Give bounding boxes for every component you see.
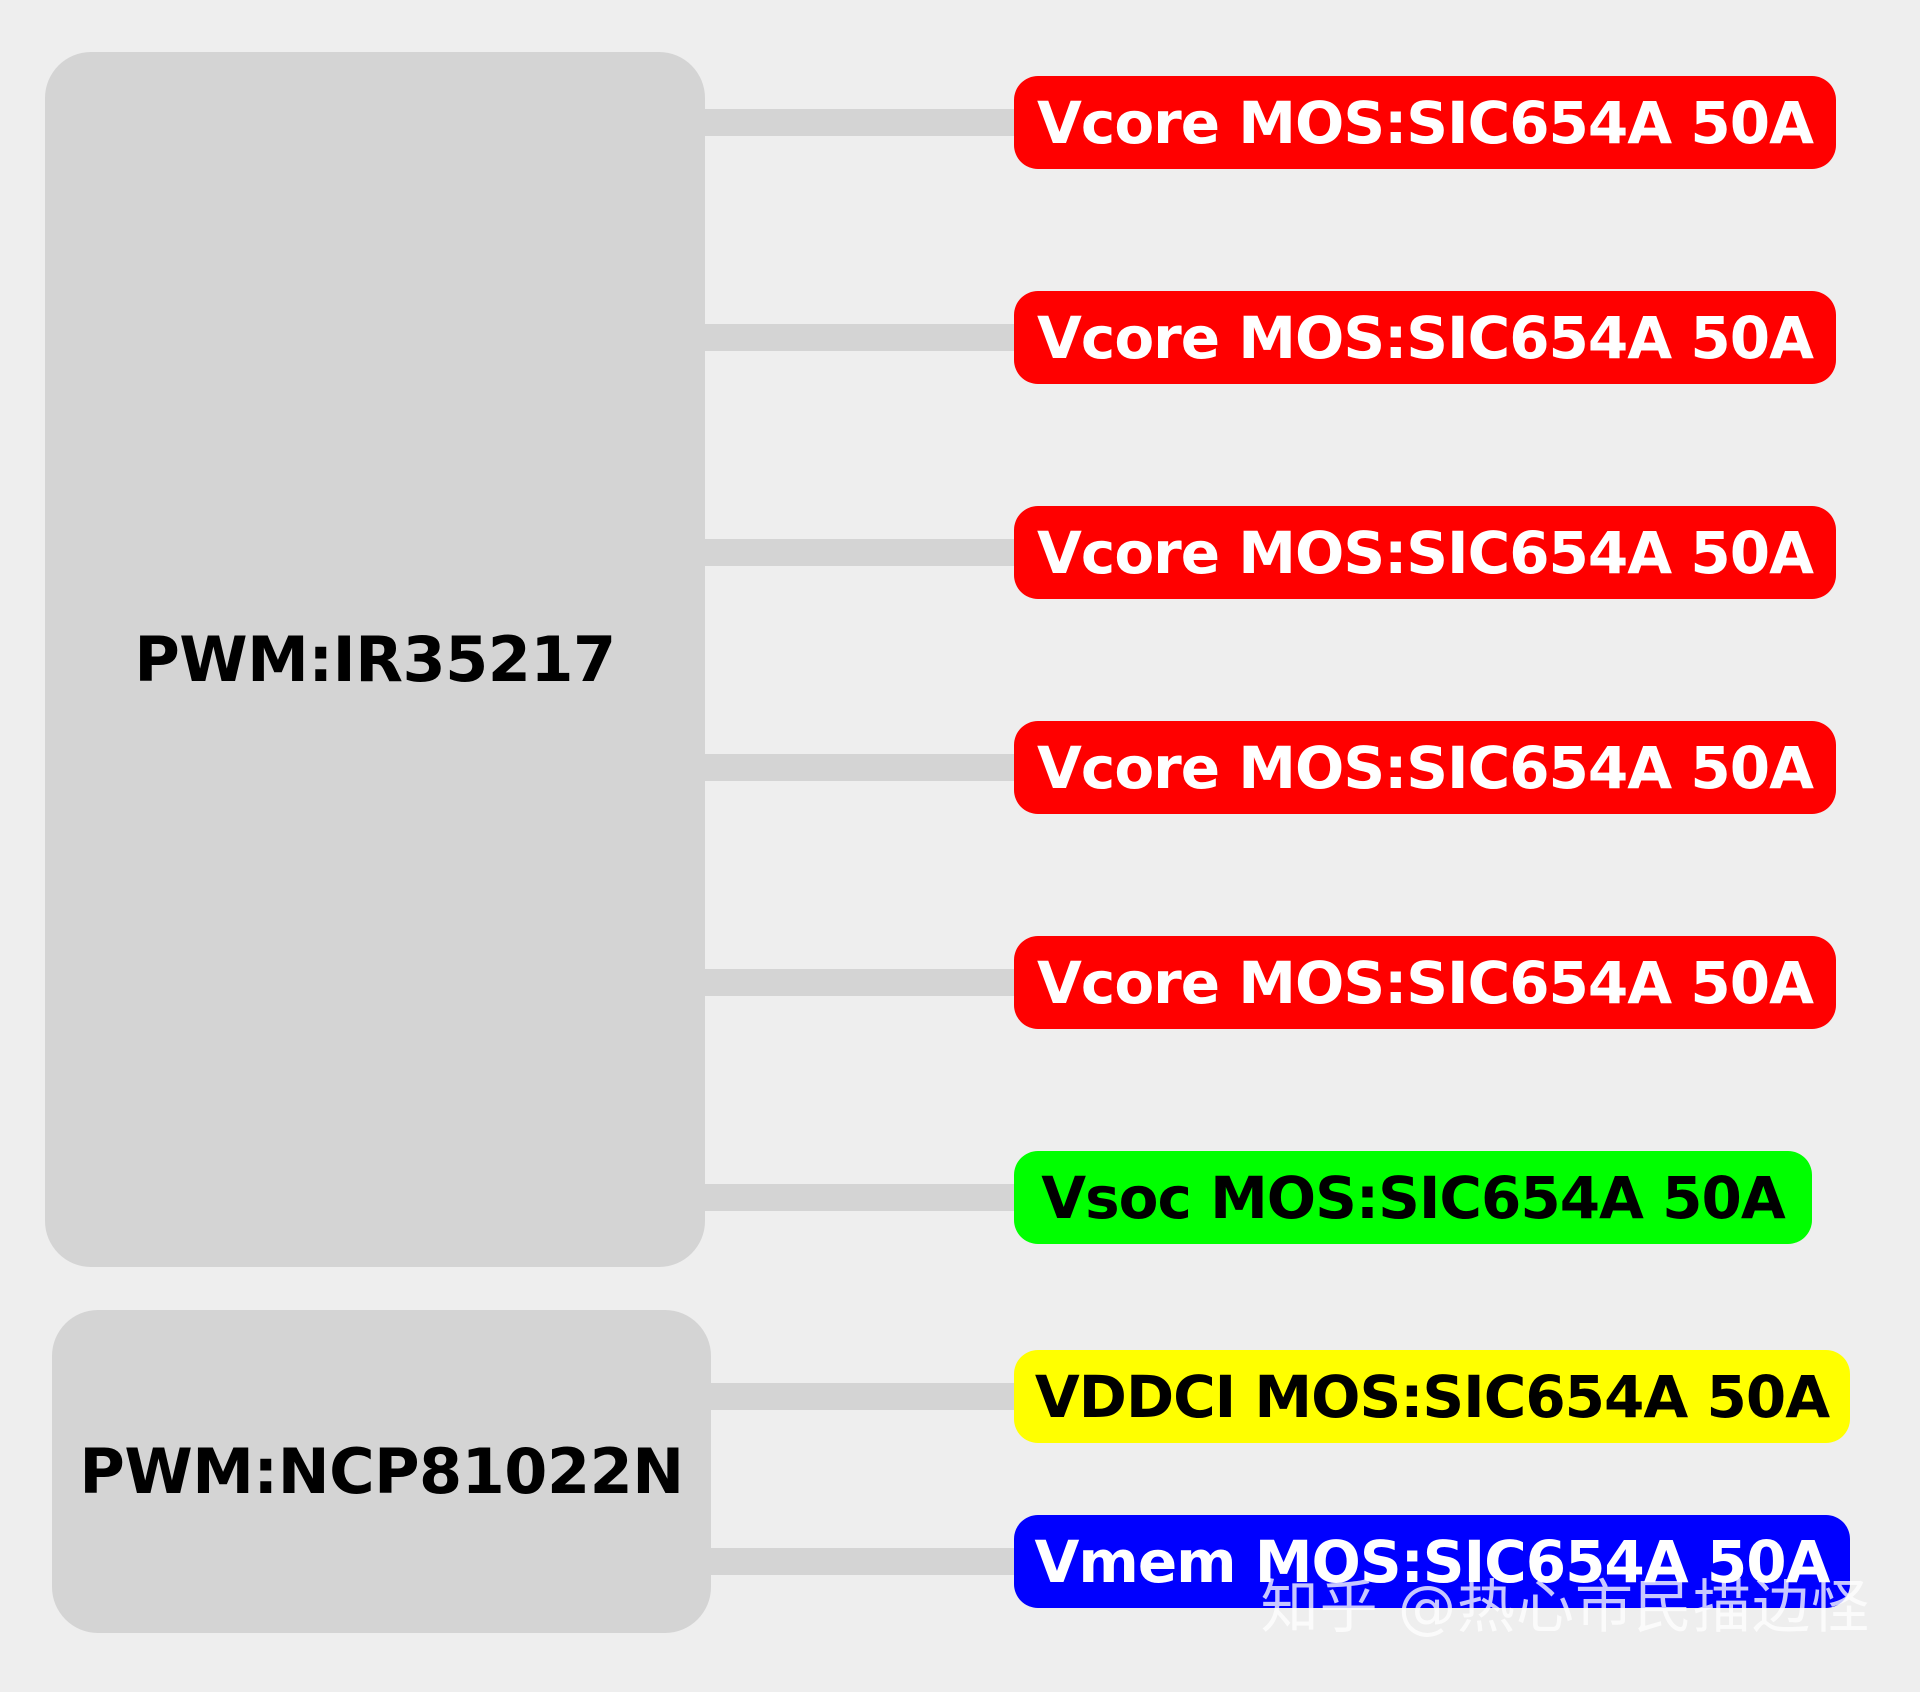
- connector-line: [705, 1184, 1025, 1211]
- phase-vcore: Vcore MOS:SIC654A 50A: [1014, 291, 1836, 384]
- connector-line: [705, 969, 1025, 996]
- phase-vmem: Vmem MOS:SIC654A 50A: [1014, 1515, 1850, 1608]
- controller-ncp81022n-label: PWM:NCP81022N: [79, 1435, 684, 1508]
- connector-line: [705, 754, 1025, 781]
- phase-vcore: Vcore MOS:SIC654A 50A: [1014, 936, 1836, 1029]
- connector-line: [705, 109, 1025, 136]
- phase-vddci: VDDCI MOS:SIC654A 50A: [1014, 1350, 1850, 1443]
- phase-label: Vmem MOS:SIC654A 50A: [1034, 1527, 1831, 1596]
- controller-ir35217-label: PWM:IR35217: [134, 623, 616, 696]
- phase-label: Vsoc MOS:SIC654A 50A: [1041, 1163, 1785, 1232]
- phase-vcore: Vcore MOS:SIC654A 50A: [1014, 76, 1836, 169]
- connector-line: [705, 324, 1025, 351]
- phase-vsoc: Vsoc MOS:SIC654A 50A: [1014, 1151, 1812, 1244]
- phase-label: Vcore MOS:SIC654A 50A: [1037, 733, 1814, 802]
- phase-vcore: Vcore MOS:SIC654A 50A: [1014, 721, 1836, 814]
- connector-line: [711, 1548, 1025, 1575]
- watermark-text: 知乎 @热心市民描边怪: [1260, 1573, 1870, 1641]
- phase-label: Vcore MOS:SIC654A 50A: [1037, 88, 1814, 157]
- controller-ncp81022n: PWM:NCP81022N: [52, 1310, 711, 1633]
- phase-label: Vcore MOS:SIC654A 50A: [1037, 303, 1814, 372]
- phase-label: VDDCI MOS:SIC654A 50A: [1034, 1362, 1830, 1431]
- controller-ir35217: PWM:IR35217: [45, 52, 705, 1267]
- phase-label: Vcore MOS:SIC654A 50A: [1037, 948, 1814, 1017]
- connector-line: [711, 1383, 1025, 1410]
- phase-vcore: Vcore MOS:SIC654A 50A: [1014, 506, 1836, 599]
- phase-label: Vcore MOS:SIC654A 50A: [1037, 518, 1814, 587]
- connector-line: [705, 539, 1025, 566]
